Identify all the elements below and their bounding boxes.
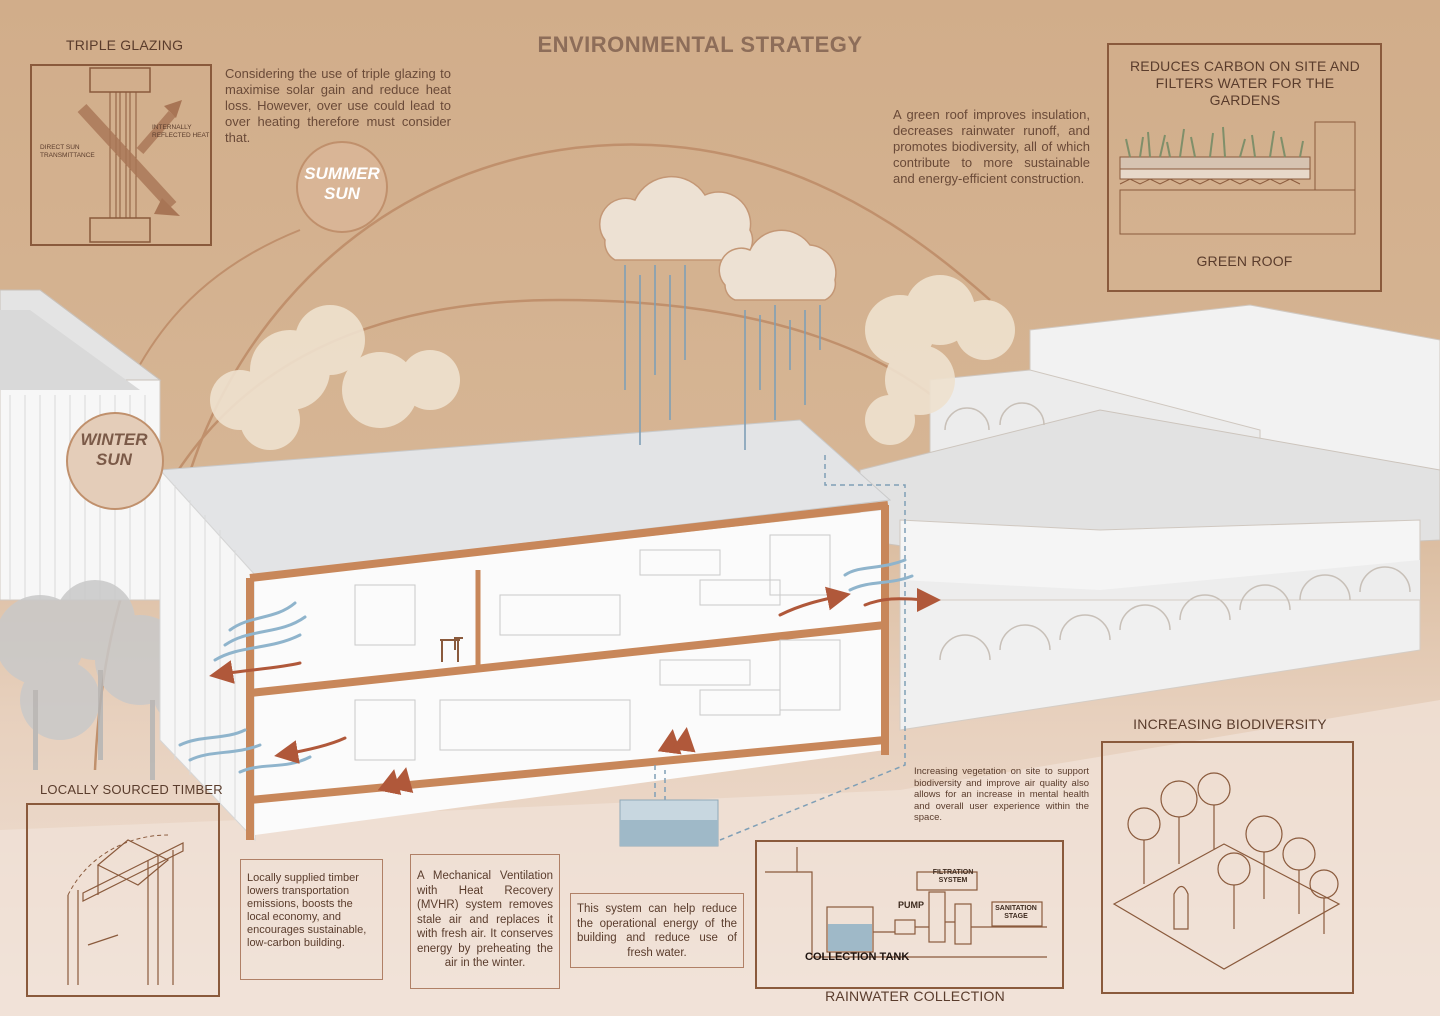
timber-text-box: Locally supplied timber lowers transport… bbox=[240, 859, 383, 980]
biodiversity-trees-icon bbox=[1112, 772, 1341, 970]
biodiversity-text: Increasing vegetation on site to support… bbox=[914, 766, 1089, 823]
summer-sun-label: SUMMER SUN bbox=[304, 164, 380, 203]
page-title: ENVIRONMENTAL STRATEGY bbox=[537, 32, 863, 57]
winter-sun-label: WINTER SUN bbox=[80, 430, 148, 469]
biodiversity-box bbox=[1101, 741, 1354, 994]
timber-box bbox=[26, 803, 220, 997]
triple-glazing-heading: TRIPLE GLAZING bbox=[66, 37, 184, 53]
green-roof-caption: GREEN ROOF bbox=[1196, 253, 1293, 269]
triple-glazing-text: Considering the use of triple glazing to… bbox=[225, 66, 451, 145]
mvhr-text-box: A Mechanical Ventilation with Heat Recov… bbox=[410, 854, 560, 989]
green-roof-text: A green roof improves insulation, decrea… bbox=[893, 107, 1090, 186]
triple-glazing-diagram bbox=[30, 64, 212, 246]
green-roof-heading: REDUCES CARBON ON SITE AND FILTERS WATER… bbox=[1129, 58, 1360, 108]
timber-frame-icon bbox=[67, 834, 184, 985]
green-roof-detail bbox=[1119, 121, 1356, 235]
timber-heading: LOCALLY SOURCED TIMBER bbox=[40, 782, 223, 797]
cool-air-flows bbox=[178, 558, 914, 774]
main-building-section bbox=[158, 419, 892, 842]
winter-sun-icon bbox=[66, 412, 164, 510]
summer-sun-icon bbox=[296, 141, 388, 233]
rainwater-box bbox=[755, 840, 1064, 989]
label-sanitation: SANITATION STAGE bbox=[995, 905, 1037, 920]
rainwater-caption: RAINWATER COLLECTION bbox=[825, 988, 1005, 1004]
label-direct-sun: DIRECT SUN TRANSMITTANCE bbox=[40, 144, 95, 159]
green-roof-box bbox=[1107, 43, 1382, 292]
label-reflected-heat: INTERNALLY REFLECTED HEAT bbox=[152, 124, 210, 139]
rain-clouds bbox=[598, 175, 837, 301]
biodiversity-heading: INCREASING BIODIVERSITY bbox=[1133, 716, 1327, 732]
rain-lines bbox=[624, 265, 821, 450]
label-filtration: FILTRATION SYSTEM bbox=[932, 869, 974, 884]
right-buildings bbox=[859, 304, 1440, 731]
label-collection-tank: COLLECTION TANK bbox=[805, 951, 910, 963]
rainwater-text-box: This system can help reduce the operatio… bbox=[570, 893, 744, 968]
rainwater-system-diagram bbox=[765, 847, 1047, 958]
label-pump: PUMP bbox=[898, 900, 925, 910]
triple-glazing-icon bbox=[77, 67, 182, 243]
warm-air-flows bbox=[209, 586, 941, 796]
background-trees bbox=[210, 275, 1015, 450]
